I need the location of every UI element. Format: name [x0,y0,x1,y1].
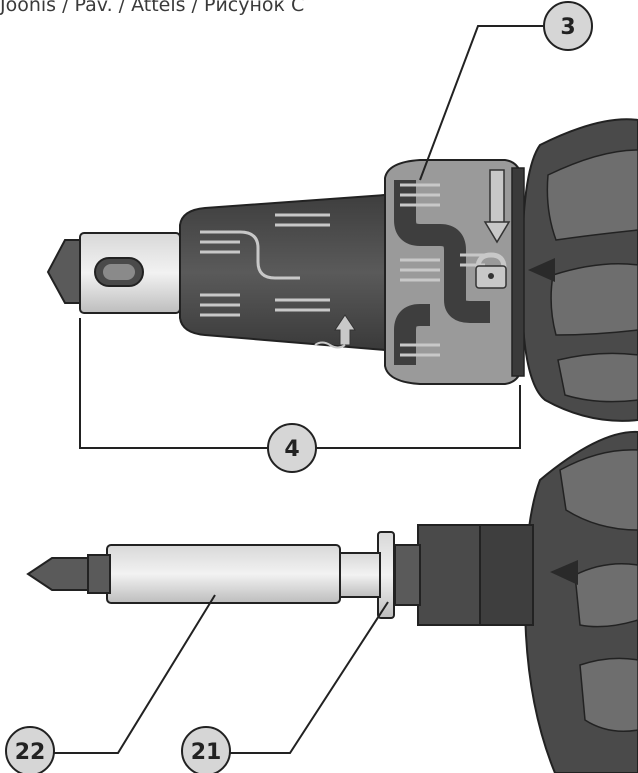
drill-body-top [520,118,638,422]
callout-3-leader [419,25,543,181]
bit-holder-top [46,232,181,314]
callout-22-leader [52,594,216,754]
callout-21-leader [228,601,389,754]
bit-extension [26,544,381,604]
drill-mode-icon [314,314,356,349]
callout-3-label: 3 [560,15,575,40]
callout-22-label: 22 [15,740,46,765]
torque-collar [384,159,525,385]
callout-4-label: 4 [284,437,299,462]
callout-22: 22 [5,726,55,773]
chuck-grip [179,193,386,352]
callout-4: 4 [267,423,317,473]
callout-21: 21 [181,726,231,773]
callout-3: 3 [543,1,593,51]
callout-4-bracket [79,318,521,449]
drill-body-bottom [523,430,638,773]
callout-21-label: 21 [191,740,222,765]
chuck-collar-bottom [394,524,534,626]
lock-icon [475,252,507,289]
arrow-down-icon [483,169,511,244]
figure-caption: Joonis / Pav. / Attēls / Рисунок C [0,0,305,16]
